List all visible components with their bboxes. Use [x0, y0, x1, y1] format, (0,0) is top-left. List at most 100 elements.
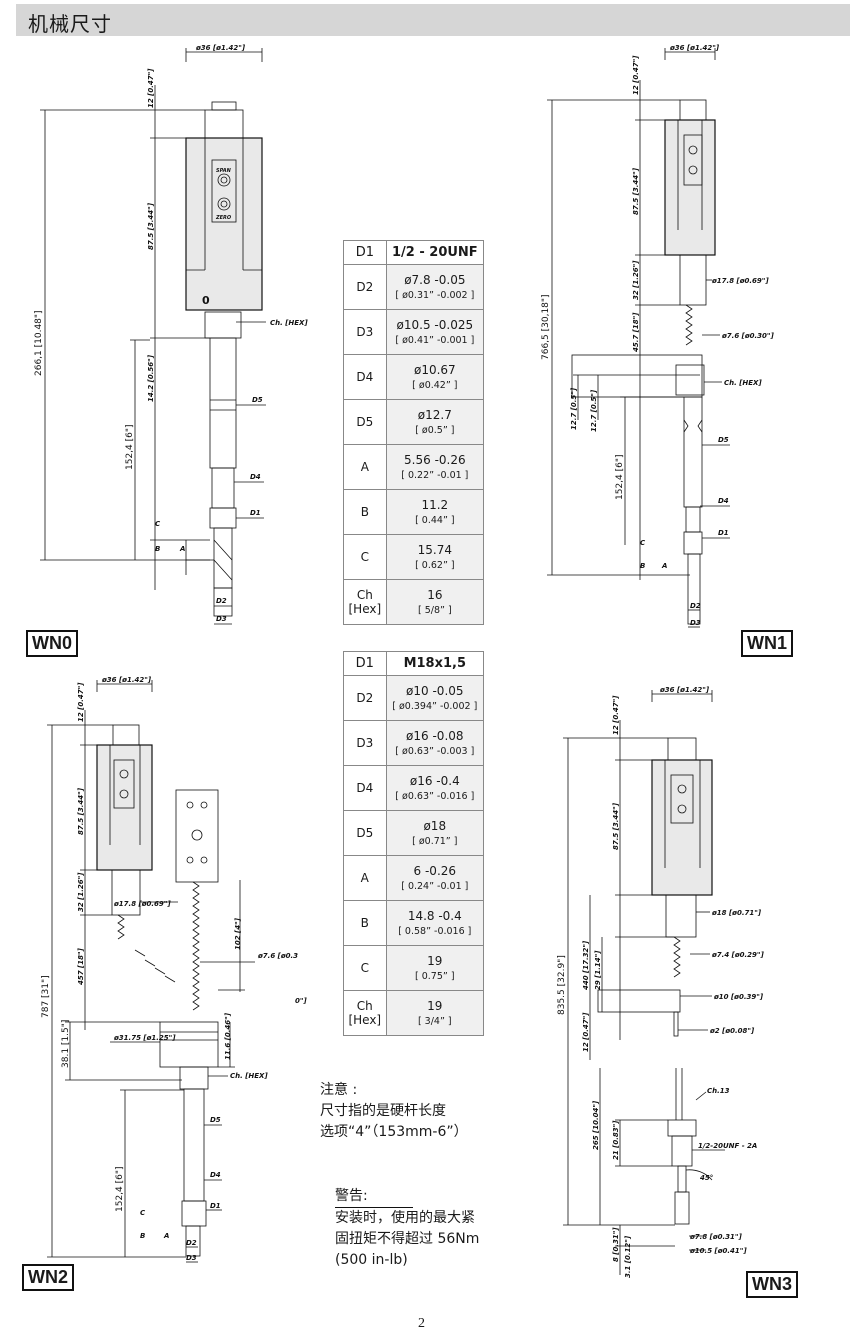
wn2-d875: 87.5 [3.44"] [77, 787, 85, 835]
table2-value-imperial: [ 0.24” -0.01 ] [401, 881, 469, 892]
wn1-d36: ø36 [ø1.42"] [669, 44, 720, 52]
table2-value-metric: 19 [427, 954, 443, 968]
wn1-D5: D5 [718, 436, 729, 444]
table2-value-imperial: [ ø0.63” -0.016 ] [395, 791, 475, 802]
wn2-connector [175, 789, 219, 883]
table1-value-metric: ø10.5 -0.025 [396, 318, 474, 332]
table2-key: B [343, 900, 387, 946]
table1-key: Ch [Hex] [343, 579, 387, 625]
wn0-D1: D1 [250, 509, 261, 517]
wn0-zero-mark: 0 [202, 294, 210, 307]
table1-key: D4 [343, 354, 387, 400]
wn2-d36: ø36 [ø1.42"] [101, 676, 152, 684]
table1-head-value: 1/2 - 20UNF [385, 240, 485, 265]
table2-value-metric: 14.8 -0.4 [407, 909, 462, 923]
spec-table-m18: D1 M18x1,5 D2 ø10 -0.05[ ø0.394” -0.002 … [343, 651, 485, 1036]
table1-value-metric: ø7.8 -0.05 [404, 273, 466, 287]
wn1-d76: ø7.6 [ø0.30"] [721, 332, 775, 340]
wn3-d18: ø18 [ø0.71"] [711, 909, 762, 917]
wn3-drawing: ø36 [ø1.42"] 12 [0.47"] 87.5 [3.44"] ø18… [557, 686, 765, 1278]
warning-title: 警告: [335, 1186, 413, 1208]
wn3-d21: 21 [0.83"] [612, 1120, 620, 1160]
wn2-d102: 102 [4"] [234, 917, 242, 950]
table1-value-metric: ø10.67 [413, 363, 456, 377]
table1-key: D3 [343, 309, 387, 355]
wn2-A: A [163, 1232, 169, 1240]
table2-key: Ch [Hex] [343, 990, 387, 1036]
wn1-d457: 45.7 [18"] [632, 312, 640, 352]
wn1-D1: D1 [718, 529, 729, 537]
wn3-d10: ø10 [ø0.39"] [713, 993, 764, 1001]
wn0-d142: 14.2 [0.56"] [147, 354, 155, 402]
wn1-d12: 12 [0.47"] [632, 55, 640, 95]
wn3-d265: 265 [10.04"] [592, 1100, 600, 1150]
table2-value-metric: ø10 -0.05 [406, 684, 464, 698]
table2-head-key: D1 [343, 651, 387, 676]
wn1-drawing: ø36 [ø1.42"] 12 [0.47"] 87.5 [3.44"] 32 … [541, 44, 775, 628]
wn0-ch: Ch. [HEX] [270, 319, 308, 327]
table2-key: A [343, 855, 387, 901]
wn1-C: C [640, 539, 646, 547]
wn2-d32: 32 [1.26"] [77, 872, 85, 912]
wn3-ch13: Ch.13 [707, 1087, 730, 1095]
wn2-C: C [140, 1209, 146, 1217]
table1-value-metric: ø12.7 [417, 408, 452, 422]
table1-value-imperial: [ ø0.31” -0.002 ] [395, 290, 475, 301]
wn3-d2: ø2 [ø0.08"] [709, 1027, 755, 1035]
wn1-D3: D3 [690, 619, 701, 627]
wn0-total: 266,1 [10.48"] [34, 310, 44, 376]
table1-key: B [343, 489, 387, 535]
wn0-D2: D2 [216, 597, 227, 605]
wn2-d178: ø17.8 [ø0.69"] [113, 900, 171, 908]
wn1-d178: ø17.8 [ø0.69"] [711, 277, 769, 285]
wn0-C: C [155, 520, 161, 528]
table1-key: A [343, 444, 387, 490]
table2-key: D5 [343, 810, 387, 856]
table2-key: D3 [343, 720, 387, 766]
wn2-d457: 457 [18"] [77, 947, 85, 985]
warning-line-2: 固扭矩不得超过 56Nm [335, 1231, 480, 1247]
wn0-D4: D4 [250, 473, 261, 481]
wn3-d12: 12 [0.47"] [612, 695, 620, 735]
wn2-D4: D4 [210, 1171, 221, 1179]
table2-key: C [343, 945, 387, 991]
wn3-d8: 8 [0.31"] [612, 1227, 620, 1262]
table2-value-imperial: [ ø0.71” ] [412, 836, 458, 847]
wn2-D3: D3 [186, 1254, 197, 1262]
wn0-zero-label: ZERO [215, 215, 232, 221]
wn2-B: B [140, 1232, 145, 1240]
table2-value-imperial: [ ø0.63” -0.003 ] [395, 746, 475, 757]
wn0-d36: ø36 [ø1.42"] [195, 44, 246, 52]
wn3-d12b: 12 [0.47"] [582, 1012, 590, 1052]
model-label-wn2: WN2 [22, 1264, 74, 1291]
wn1-D4: D4 [718, 497, 729, 505]
table2-head-value: M18x1,5 [385, 651, 485, 676]
table2-key: D2 [343, 675, 387, 721]
wn3-housing [651, 759, 713, 896]
wn3-d105: ø10.5 [ø0.41"] [689, 1247, 747, 1255]
table1-value-metric: 15.74 [417, 543, 453, 557]
note-line-1: 尺寸指的是硬杆长度 [320, 1103, 446, 1119]
wn2-drawing: ø36 [ø1.42"] 12 [0.47"] 87.5 [3.44"] 32 … [41, 676, 308, 1263]
note-block: 注意 : 尺寸指的是硬杆长度 选项“4”（153mm-6”） [320, 1080, 468, 1143]
wn1-d32: 32 [1.26"] [632, 260, 640, 300]
page-number: 2 [418, 1316, 425, 1331]
table1-value-metric: 5.56 -0.26 [404, 453, 466, 467]
wn3-d875: 87.5 [3.44"] [612, 802, 620, 850]
wn2-total: 787 [31"] [41, 975, 51, 1018]
wn1-housing [664, 119, 716, 256]
wn3-d29: 29 [1.14"] [594, 950, 602, 990]
section-header: 机械尺寸 [16, 4, 850, 36]
wn0-D3: D3 [216, 615, 227, 623]
wn1-D2: D2 [690, 602, 701, 610]
wn1-A: A [661, 562, 667, 570]
wn3-d440: 440 [17.32"] [582, 940, 590, 990]
wn0-d12: 12 [0.47"] [147, 68, 155, 108]
table2-value-metric: 6 -0.26 [413, 864, 457, 878]
table2-key: D4 [343, 765, 387, 811]
wn2-d1524: 152,4 [6"] [115, 1166, 125, 1212]
wn2-D2: D2 [186, 1239, 197, 1247]
table1-value-imperial: [ 0.44” ] [415, 515, 455, 526]
wn1-total: 766,5 [30,18"] [541, 294, 551, 360]
